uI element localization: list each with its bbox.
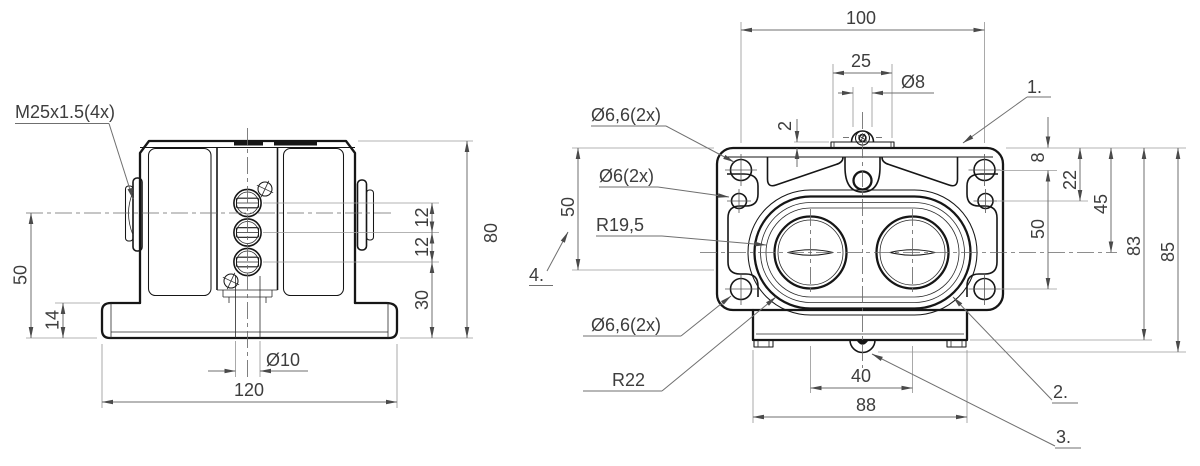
dim-overall-depth: 85 xyxy=(1158,242,1178,262)
callout-item-2: 2. xyxy=(1053,382,1068,402)
front-view-centerlines xyxy=(26,128,392,378)
dim-lower-width: 88 xyxy=(856,395,876,415)
callout-item-1: 1. xyxy=(1027,77,1042,97)
top-seal-bar xyxy=(274,140,317,146)
callout-item-3: 3. xyxy=(1056,427,1071,447)
top-view-part-outline xyxy=(715,130,1005,354)
front-view: M25x1.5(4x) 50 14 80 12 12 30 Ø10 120 xyxy=(11,102,501,408)
dim-overall-height: 80 xyxy=(481,223,501,243)
dim-terminal-offset: 30 xyxy=(412,290,432,310)
side-channel xyxy=(727,173,759,297)
dim-center-height: 50 xyxy=(11,265,31,285)
dim-left-height: 50 xyxy=(558,197,578,217)
callout-item-4: 4. xyxy=(529,265,544,285)
dim-pitch-top: 12 xyxy=(412,207,432,227)
top-view-dimensions: 100 25 Ø8 2 1. 8 50 22 45 83 85 50 Ø6,6(… xyxy=(529,8,1186,449)
top-view-centerlines xyxy=(700,112,1117,368)
screw-callout-label: Ø8 xyxy=(901,72,925,92)
bottom-tab xyxy=(946,339,967,348)
corner-holes-bottom-label: Ø6,6(2x) xyxy=(591,315,661,335)
side-holes-label: Ø6(2x) xyxy=(599,166,654,186)
dim-dome-spacing: 40 xyxy=(851,366,871,386)
cross-screw xyxy=(256,180,274,198)
top-view: 100 25 Ø8 2 1. 8 50 22 45 83 85 50 Ø6,6(… xyxy=(529,8,1186,449)
dim-hole-spacing-h: 100 xyxy=(846,8,876,28)
thread-callout-label: M25x1.5(4x) xyxy=(15,102,115,122)
terminal-screws xyxy=(222,180,274,290)
front-view-part-outline xyxy=(100,139,399,340)
corner-holes-top-label: Ø6,6(2x) xyxy=(591,105,661,125)
bottom-tab xyxy=(753,339,774,348)
cross-screw xyxy=(222,272,240,290)
outer-radius-label: R22 xyxy=(612,370,645,390)
dim-edge-to-side-hole: 22 xyxy=(1060,170,1080,190)
hole-callout-label: Ø10 xyxy=(266,350,300,370)
dim-pitch-bottom: 12 xyxy=(412,237,432,257)
top-pocket xyxy=(766,157,844,187)
top-pocket xyxy=(881,157,959,187)
side-channel xyxy=(966,173,998,297)
front-view-dimensions: M25x1.5(4x) 50 14 80 12 12 30 Ø10 120 xyxy=(11,102,501,408)
dim-plate-width: 25 xyxy=(851,51,871,71)
dim-hole-spacing-v: 50 xyxy=(1028,219,1048,239)
inner-radius-label: R19,5 xyxy=(596,215,644,235)
dim-edge-to-center: 45 xyxy=(1091,194,1111,214)
dim-plate-thickness: 2 xyxy=(775,121,795,131)
top-seal-bar xyxy=(234,140,263,146)
dim-to-base: 83 xyxy=(1124,236,1144,256)
dim-edge-to-hole: 8 xyxy=(1028,152,1048,162)
dim-base-height: 14 xyxy=(43,310,63,330)
cable-gland-right xyxy=(356,179,375,251)
dim-base-width: 120 xyxy=(234,380,264,400)
